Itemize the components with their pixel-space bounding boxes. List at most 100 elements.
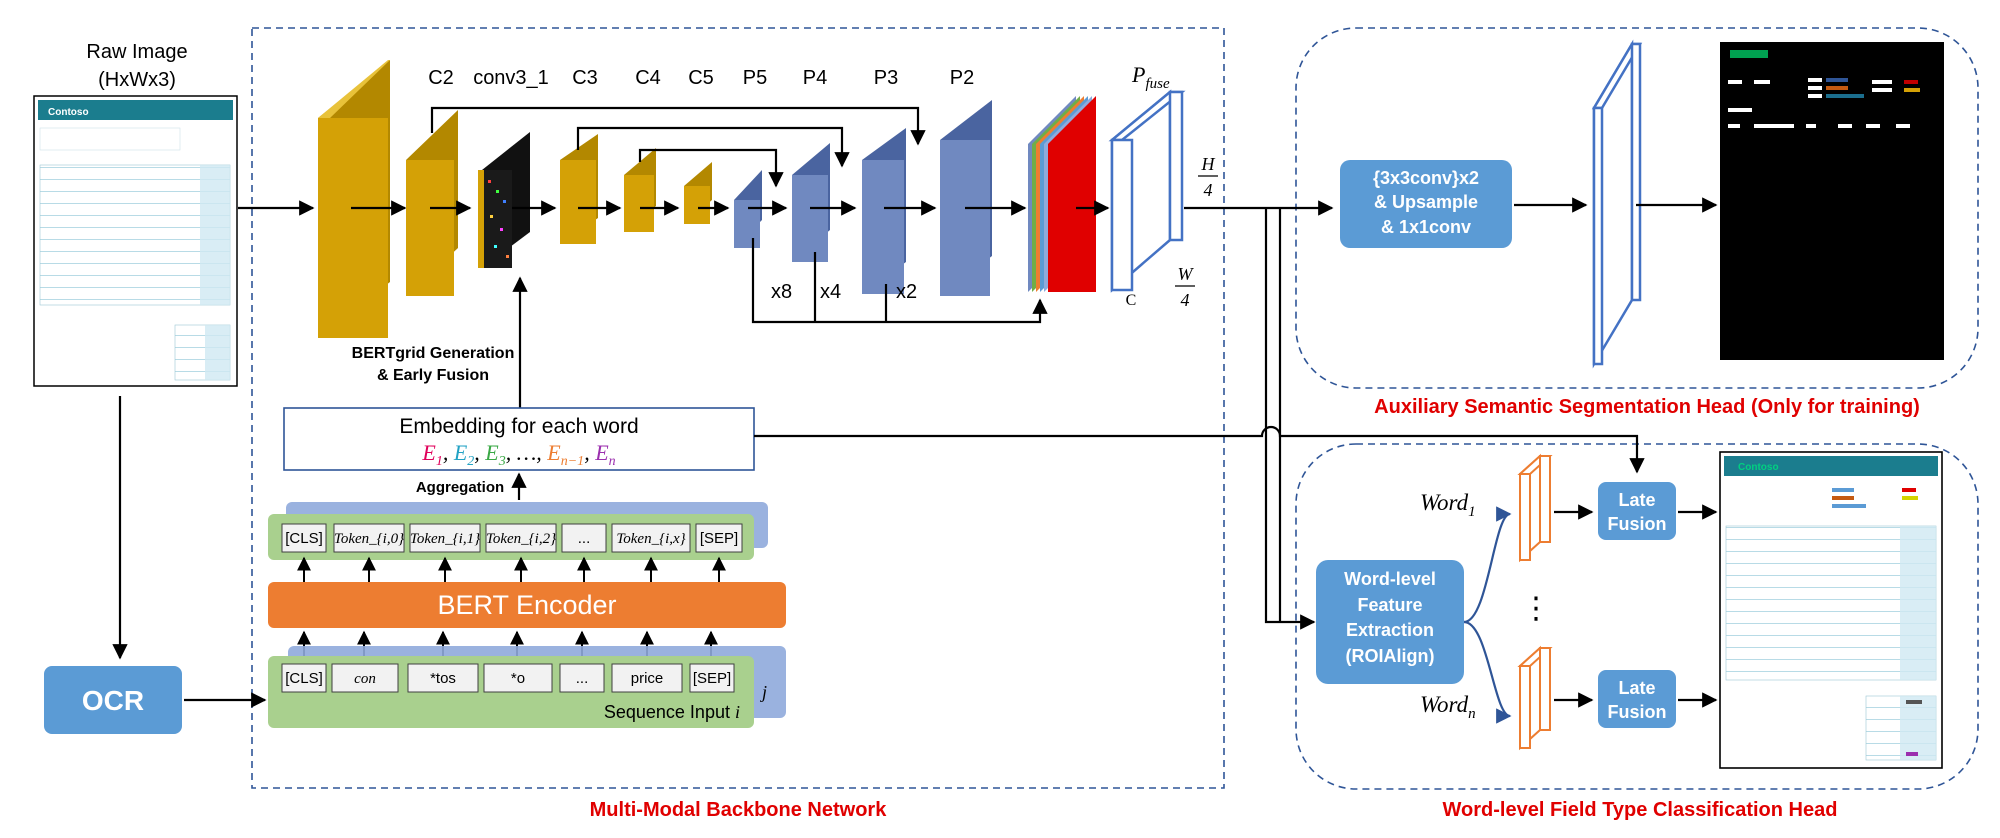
embedding-term-n: E [594,440,609,465]
upsample-p5-x8 [751,238,1048,324]
classified-document-output: Contoso [1719,451,1943,769]
layer-c3 [560,134,598,244]
input-token-ellipsis: ... [576,670,589,687]
out-doc-brand: Contoso [1738,462,1779,473]
input-token-con: con [354,671,376,687]
word-ellipsis: ⋮ [1521,592,1551,625]
layer-c2 [406,110,458,296]
input-token-sep: [SEP] [693,670,731,687]
output-tokens: [CLS] Token_{i,0} Token_{i,1} Token_{i,2… [281,523,743,553]
stage-label-p5: P5 [743,67,767,89]
segmentation-mask-output [1720,42,1944,360]
backbone-section-title: Multi-Modal Backbone Network [590,799,888,821]
bert-encoder-label: BERT Encoder [437,590,616,620]
extract-to-word1-curve [1463,506,1512,624]
embedding-term-n-1: E [546,440,561,465]
stage-label-c3: C3 [572,67,598,89]
sequence-input-label: Sequence Input i [604,702,740,722]
upsample-label-x4: x4 [820,281,841,303]
stage-label-p3: P3 [874,67,898,89]
late-fusion-1-line1: Late [1618,490,1655,510]
embedding-term-ellipsis: … [517,440,537,465]
aux-conv-line2: & Upsample [1374,192,1478,212]
backbone-frame [251,27,1225,789]
output-token-i2: Token_{i,2} [486,531,556,547]
aux-head-section-title: Auxiliary Semantic Segmentation Head (On… [1374,396,1920,418]
upsample-label-x2: x2 [896,281,917,303]
embedding-to-late-fusion-line [754,425,1645,474]
extract-line2: Feature [1357,595,1422,615]
layer-p2 [940,100,992,296]
layer-concat-stack [1028,96,1096,292]
aux-conv-box[interactable] [1340,160,1512,248]
output-token-cls: [CLS] [285,530,323,547]
encoder-output-arrows [297,556,726,582]
input-tokens: [CLS] con *tos *o ... price [SEP] [281,663,735,693]
stage-label-c5: C5 [688,67,714,89]
embedding-term-3: E [484,440,499,465]
pfuse-to-word-head-arrow [1264,208,1316,630]
stage-label-c2: C2 [428,67,454,89]
raw-document-thumbnail: Contoso [33,95,238,387]
dim-h-denominator: 4 [1204,180,1213,200]
late-fusion-n-line2: Fusion [1608,702,1667,722]
raw-image-title: Raw Image [86,41,187,63]
input-token-price: price [631,670,664,687]
layer-p4 [792,143,830,262]
layer-conv3-1 [478,132,530,268]
upsample-label-x8: x8 [771,281,792,303]
extract-line3: Extraction [1346,620,1434,640]
layer-p3 [862,128,906,294]
bertgrid-label-line2: & Early Fusion [377,367,489,384]
layer-pfuse [1108,89,1186,293]
word-1-label: Word1 [1420,490,1476,520]
embedding-term-1: E [421,440,436,465]
input-token-tos: *tos [430,670,456,687]
word-n-label: Wordn [1420,692,1476,722]
dim-w-numerator: W [1178,264,1195,284]
output-token-i1: Token_{i,1} [410,531,480,547]
ocr-box[interactable] [44,666,182,734]
aux-conv-line1: {3x3conv}x2 [1373,168,1479,188]
pfuse-label: Pfuse [1131,62,1170,92]
stage-label-conv3-1: conv3_1 [473,67,549,89]
extract-to-wordn-curve [1463,620,1512,724]
layer-c4 [624,148,656,232]
aux-feature-map [1591,39,1643,369]
extract-line1: Word-level [1344,569,1436,589]
output-token-sep: [SEP] [700,530,738,547]
layer-c5 [684,162,712,224]
stack-var-j: j [760,682,767,702]
late-fusion-box-1[interactable] [1598,482,1676,540]
bert-encoder-box[interactable] [268,582,786,628]
raw-image-subtitle: (HxWx3) [98,69,176,91]
bertgrid-label-line1: BERTgrid Generation [352,345,515,362]
dim-c: C [1126,292,1137,309]
skip-c3-to-p4 [576,126,850,168]
word-feature-extraction-box[interactable] [1316,560,1464,684]
input-token-o: *o [511,670,525,687]
aggregation-label: Aggregation [416,479,504,496]
skip-c4-to-p5 [638,148,784,188]
embedding-title: Embedding for each word [399,415,638,438]
layer-c1 [318,60,390,338]
stage-label-p4: P4 [803,67,827,89]
ocr-label: OCR [82,685,144,716]
skip-c2-to-p3 [430,106,926,146]
embedding-term-2: E [453,440,468,465]
dim-w-denominator: 4 [1181,290,1190,310]
stage-label-p2: P2 [950,67,974,89]
late-fusion-box-n[interactable] [1598,670,1676,728]
aux-conv-line3: & 1x1conv [1381,217,1471,237]
embedding-terms: E1, E2, E3, …, En−1, En [421,440,615,469]
word-head-section-title: Word-level Field Type Classification Hea… [1443,799,1838,821]
raw-doc-brand: Contoso [48,107,89,118]
input-token-cls: [CLS] [285,670,323,687]
embedding-box [283,407,755,471]
late-fusion-1-line2: Fusion [1608,514,1667,534]
stage-label-c4: C4 [635,67,661,89]
dim-h-numerator: H [1201,154,1216,174]
output-token-i0: Token_{i,0} [334,531,404,547]
output-token-ix: Token_{i,x} [616,531,685,547]
